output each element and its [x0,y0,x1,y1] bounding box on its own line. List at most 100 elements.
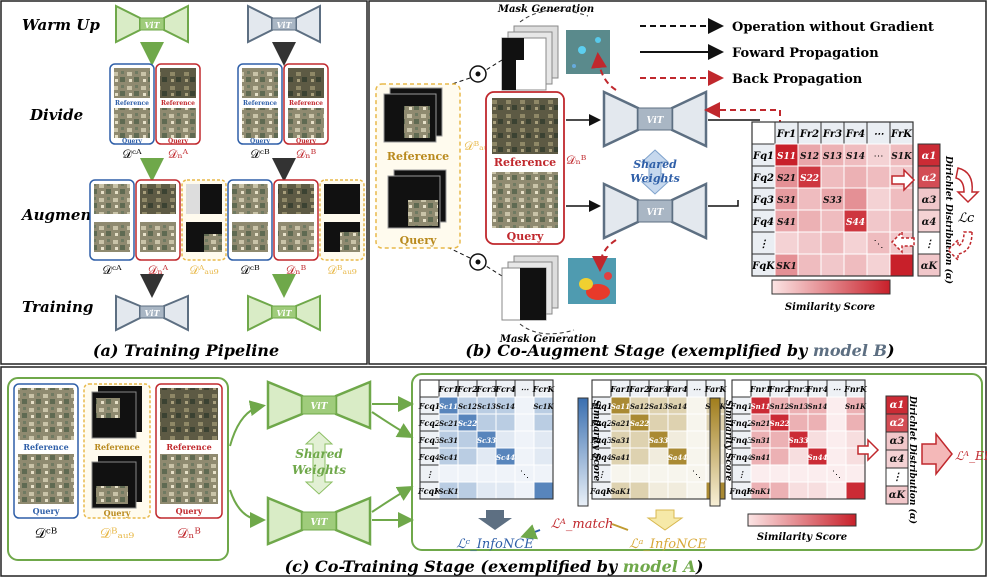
cell-label: S21 [777,174,796,184]
cell-label: S31 [777,196,796,206]
col-header-label: ⋯ [874,129,885,140]
loss-edl: ℒᴬ_EDL [955,449,987,463]
matrix-cell [788,464,809,483]
c-noisy-query-label: Query [176,506,203,516]
col-header-label: Fr2 [799,129,819,140]
matrix-cell [476,447,497,466]
ellipsis: ⋱ [874,239,884,250]
vit-label: ViT [144,20,160,30]
vit-label: ViT [276,20,292,30]
cell-label: Sa12 [630,402,649,411]
alpha-label: αK [921,261,939,272]
cell-label: Sn14 [808,402,828,411]
sim-label-aug: Similarity Score [723,400,733,482]
matrix-cell [750,464,771,483]
stage-label-divide: Divide [29,106,83,124]
vit-model-b-warmup: ViT [247,4,321,44]
curved-arrow-down [955,167,980,204]
similarity-matrix-noisy: Fnr1Fnr2Fnr3Fnr4⋯FnrKFnq1Fnq2Fnq3Fnq4⋮Fn… [728,379,868,500]
matrix-cell [797,187,822,211]
panel-a-frame [0,0,368,365]
vit-label: ViT [647,208,665,218]
divide-noisy-a [155,63,201,145]
mask-stack-top [501,25,559,91]
divide-noisy-b [283,63,329,145]
alpha-label: α1 [890,400,905,411]
row-header-label: ⋮ [426,469,434,479]
set-dnA: 𝒟ₙᴬ [168,147,189,161]
legend-no-grad: Operation without Gradient [732,20,934,35]
row-header-label: ⋮ [759,239,769,250]
alpha-cell [885,485,909,505]
matrix-cell [820,231,845,255]
cell-label: Sc13 [477,402,496,411]
matrix-cell [788,481,809,500]
cell-label: Sn11 [751,402,771,411]
matrix-cell [648,481,669,500]
col-header-label: Fcr4 [494,384,516,394]
matrix-cell [457,447,478,466]
col-header-label: FarK [704,384,728,394]
row-header-label: ⋮ [738,469,746,479]
col-header-label: Fnr3 [787,384,810,394]
caption-panel-c: (c) Co-Training Stage (exemplified by mo… [285,557,704,576]
cell-label: Sc12 [458,402,477,411]
row-header-label: Faq1 [590,401,613,411]
cell-label: S11 [777,152,796,162]
row-header-label: Fq2 [752,173,774,184]
set-dcB: 𝒟ᶜᴮ [250,147,270,161]
matrix-cell [769,430,790,449]
matrix-cell [889,187,914,211]
cell-label: Sn12 [770,402,790,411]
matrix-cell [457,430,478,449]
cell-label: Sa22 [630,419,649,428]
matrix-cell [686,447,707,466]
col-header-label: FnrK [843,384,868,394]
cell-label: Sn41 [751,453,771,462]
daug-reference-images [383,87,443,143]
col-header-label: ⋯ [693,384,702,394]
set-dn-b: 𝒟ₙᴮ [566,153,587,167]
matrix-cell [629,464,650,483]
cell-label: Sc21 [439,419,458,428]
matrix-border [731,379,866,500]
c-query-label: Query [33,506,60,516]
set-dcA: 𝒟ᶜᴬ [122,147,142,161]
cell-label: Sc31 [439,436,458,445]
matrix-cell [889,209,914,233]
cell-label: S22 [800,174,819,184]
cell-label: S44 [846,218,865,228]
col-header-label: Fnr2 [768,384,791,394]
row-header-label: Fnq3 [729,435,753,445]
set-dcA: 𝒟ᶜᴬ [102,263,122,277]
matrix-cell [769,447,790,466]
matrix-cell [686,396,707,415]
col-header-label: Far3 [647,384,669,394]
cell-label: SK1 [776,262,797,272]
ellipsis: ⋱ [520,470,529,480]
panel-c-clean [13,383,79,519]
cell-label: Sa13 [649,402,668,411]
col-header-label: Fnr1 [749,384,771,394]
daug-query-images [387,169,447,229]
row-header-label: Fq3 [752,195,774,206]
ellipsis: ⋱ [832,470,841,480]
curved-arrow-up [946,231,973,262]
c-noisy-ref-label: Reference [166,442,211,452]
dirichlet-label-b: Dirichlet Distribution (α) [943,155,954,284]
loss-match: ℒᴬ_match [551,517,614,532]
matrix-cell [843,231,868,255]
matrix-cell [667,481,688,500]
sim-label-clean: Similarity Score [591,400,601,482]
c-set-dc: 𝒟ᶜᴮ [35,526,58,542]
matrix-cell [774,231,799,255]
matrix-cell [514,413,535,432]
hollow-arrow-right [891,168,916,192]
row-header-label: Faq2 [590,418,613,428]
cell-label: Sc41 [439,453,458,462]
alpha-label: α3 [922,195,937,206]
matrix-cell [495,413,516,432]
loss-arrow-clean [478,510,512,530]
cell-label: Sn1K [845,402,867,411]
